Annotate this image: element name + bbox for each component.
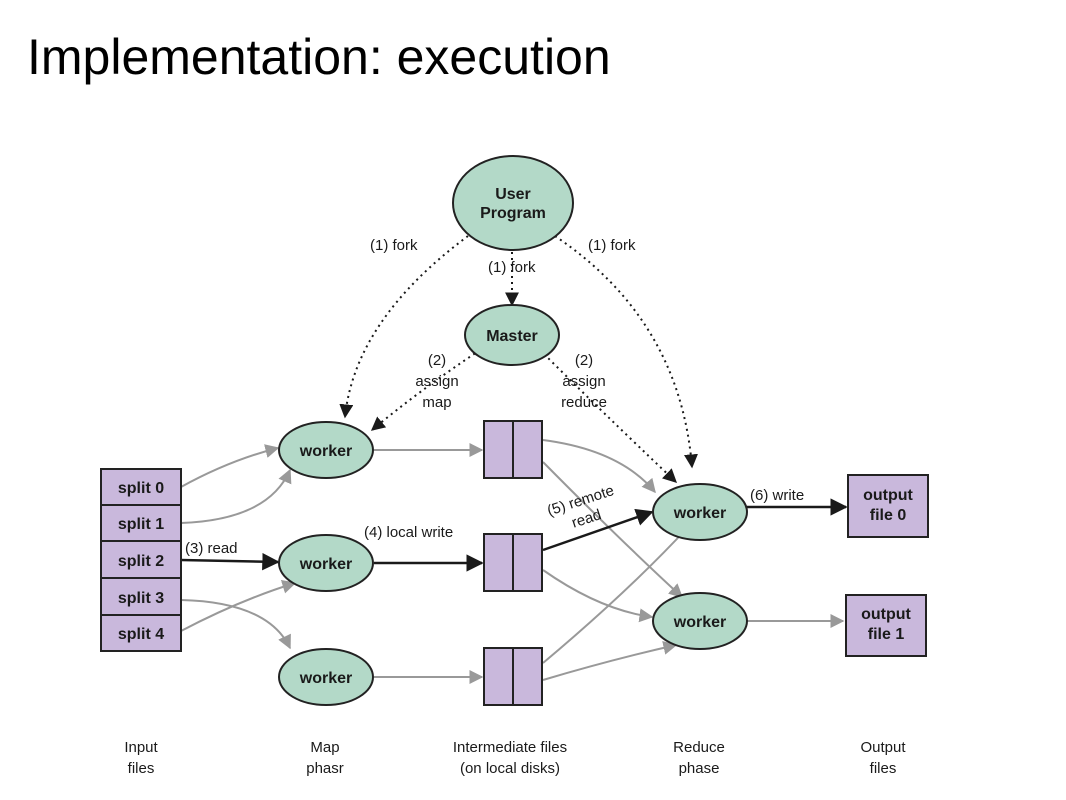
worker-label: worker [673,505,726,522]
output0-line1: output [863,487,913,504]
output-file-0: output file 0 [847,474,929,538]
worker-label: worker [299,556,352,573]
read-arrow [180,552,280,571]
assign-reduce-label-3: reduce [561,394,607,411]
split-3: split 3 [118,590,164,607]
assign-reduce-arrow [539,349,678,483]
caption-intermediate-1: Intermediate files [453,739,567,756]
caption-map-1: Map [310,739,339,756]
caption-map-2: phasr [306,760,344,777]
assign-map-label-1: (2) [428,352,446,369]
master-node: Master [464,304,560,366]
fork-arrow-right [554,235,698,469]
intermediate-file-1 [483,420,543,479]
assign-map-label-2: assign [415,373,458,390]
caption-reduce-2: phase [679,760,720,777]
user-program-line2: Program [480,205,546,222]
fork-label-right: (1) fork [588,237,636,254]
intermediate-file-3 [483,647,543,706]
output-file-1: output file 1 [845,594,927,657]
reduce-worker-1: worker [652,483,748,541]
master-label: Master [486,328,538,345]
assign-reduce-label-2: assign [562,373,605,390]
reduce-worker-2: worker [652,592,748,650]
local-write-label: (4) local write [364,524,453,541]
assign-map-arrow [370,349,481,431]
output1-line2: file 1 [868,626,905,643]
split-1: split 1 [118,516,164,533]
split4-to-worker2 [180,580,297,632]
inter3-to-reduce2 [542,640,678,681]
inter3-to-reduce1 [542,523,691,664]
write-label: (6) write [750,487,804,504]
caption-output-2: files [870,760,897,777]
inter1-to-reduce1 [542,439,656,494]
input-splits [100,468,182,652]
map-worker-3: worker [278,648,374,706]
assign-map-label-3: map [422,394,451,411]
output0-line2: file 0 [870,507,907,524]
split0-to-worker1 [180,444,280,488]
slide-title: Implementation: execution [27,29,611,85]
intermediate-file-2 [483,533,543,592]
split-4: split 4 [118,626,164,643]
split3-to-worker3 [180,599,291,650]
user-program-line1: User [495,186,531,203]
split1-to-worker1 [180,468,292,524]
user-program-node: User Program [452,155,574,251]
worker-label: worker [673,614,726,631]
split-0: split 0 [118,480,164,497]
fork-label-left: (1) fork [370,237,418,254]
inter1-to-reduce2 [542,461,684,598]
assign-reduce-label-1: (2) [575,352,593,369]
caption-input-1: Input [124,739,158,756]
caption-reduce-1: Reduce [673,739,725,756]
remote-read-arrow [542,508,654,552]
inter2-to-reduce2 [542,569,654,623]
caption-output-1: Output [860,739,906,756]
read-label: (3) read [185,540,238,557]
output1-line1: output [861,606,911,623]
map-worker-2: worker [278,534,374,592]
fork-label-center: (1) fork [488,259,536,276]
map-worker-1: worker [278,421,374,479]
split-2: split 2 [118,553,164,570]
caption-intermediate-2: (on local disks) [460,760,560,777]
worker-label: worker [299,443,352,460]
caption-input-2: files [128,760,155,777]
worker-label: worker [299,670,352,687]
